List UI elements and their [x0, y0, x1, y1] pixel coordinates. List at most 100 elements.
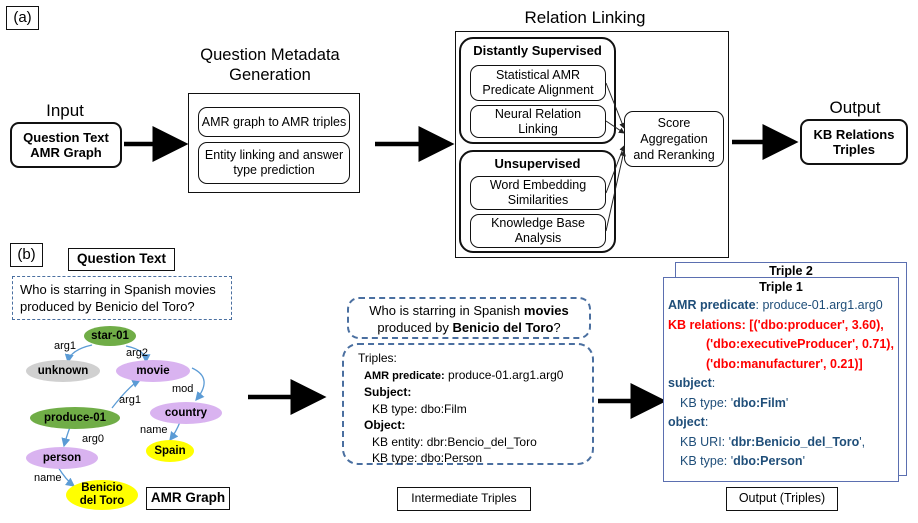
- triple1-object-uri-post: ',: [859, 434, 866, 449]
- intermediate-q-line1-bold: movies: [523, 303, 569, 318]
- question-line1: Who is starring in Spanish movies: [20, 282, 216, 297]
- intermediate-question-line1: Who is starring in Spanish movies: [349, 302, 589, 319]
- question-text-box: Who is starring in Spanish movies produc…: [12, 276, 232, 320]
- amr-edge-name-b: name: [34, 472, 62, 484]
- triple1-subject-type-pre: KB type: ': [680, 395, 734, 410]
- line-kb-score: [605, 150, 626, 232]
- question-text-heading: Question Text: [68, 248, 175, 271]
- distant-item-neural-relation: Neural Relation Linking: [470, 105, 606, 138]
- triple1-subject: subject:: [668, 374, 904, 394]
- unsup-item-knowledge-base: Knowledge Base Analysis: [470, 214, 606, 248]
- amr-node-benicio: Benicio del Toro: [66, 480, 138, 510]
- intermediate-triples-label: Triples:: [358, 351, 397, 365]
- amr-node-spain: Spain: [146, 440, 194, 462]
- line-statistical-score: [605, 82, 625, 129]
- input-line-question-text: Question Text: [23, 130, 109, 145]
- edge-country-spain: [169, 421, 181, 442]
- triple1-title: Triple 1: [759, 280, 803, 294]
- intermediate-amr-pred-label: AMR predicate:: [364, 369, 445, 382]
- triple1-content: AMR predicate: produce-01.arg1.arg0 KB r…: [668, 296, 904, 472]
- amr-node-person: person: [26, 447, 98, 469]
- metadata-title-line1: Question Metadata: [200, 46, 340, 64]
- output-line-kb-relations: KB Relations: [813, 127, 895, 142]
- input-line-amr-graph: AMR Graph: [30, 145, 102, 160]
- intermediate-object-kb-entity: KB entity: dbr:Bencio_del_Toro: [372, 434, 537, 449]
- intermediate-q-line2-pre: produced by: [377, 320, 453, 335]
- metadata-item2-line1: Entity linking and answer: [204, 148, 344, 162]
- panel-a-label: (a): [6, 6, 39, 30]
- triple1-kb-rel-label: KB relations: [668, 317, 742, 332]
- unsup-item1-line2: Similarities: [507, 193, 569, 207]
- metadata-title-line2: Generation: [229, 66, 311, 84]
- triple1-object-uri: KB URI: 'dbr:Benicio_del_Toro',: [668, 433, 904, 453]
- intermediate-question-box: Who is starring in Spanish movies produc…: [347, 297, 591, 339]
- distant-item2-line2: Linking: [518, 121, 558, 136]
- triple1-subject-type-post: ': [785, 395, 789, 410]
- question-line2: produced by Benicio del Toro?: [20, 299, 195, 314]
- score-line3: and Reranking: [633, 148, 715, 162]
- score-line1: Score: [657, 116, 691, 130]
- output-line-triples: Triples: [833, 142, 875, 157]
- metadata-item-entity-linking: Entity linking and answer type predictio…: [198, 142, 350, 184]
- triple1-kb-rel-line2: ('dbo:executiveProducer', 0.71),: [706, 337, 894, 351]
- amr-edge-arg2: arg2: [126, 347, 149, 359]
- unsup-item2-line2: Analysis: [514, 231, 562, 245]
- distant-item1-line2: Predicate Alignment: [482, 83, 594, 97]
- triple1-kb-rel-line1: : [('dbo:producer', 3.60),: [741, 317, 884, 332]
- output-heading: Output: [829, 98, 881, 117]
- triple1-object-type: KB type: 'dbo:Person': [668, 452, 904, 472]
- intermediate-caption: Intermediate Triples: [397, 487, 531, 511]
- triple1-subject-type: KB type: 'dbo:Film': [668, 394, 904, 414]
- triple1-object-type-post: ': [802, 454, 805, 468]
- amr-node-country: country: [150, 402, 222, 424]
- triple1-object-uri-pre: KB URI: ': [680, 434, 732, 449]
- amr-node-movie: movie: [116, 360, 190, 382]
- triple1-object-type-val: dbo:Person: [733, 454, 803, 468]
- triple1-subject-colon: :: [711, 376, 716, 390]
- intermediate-question-line2: produced by Benicio del Toro?: [349, 319, 589, 336]
- triple1-kb-relations: KB relations: [('dbo:producer', 3.60),: [668, 316, 904, 336]
- line-neural-score: [605, 120, 625, 134]
- triple1-kb-rel-line3: ('dbo:manufacturer', 0.21)]: [706, 356, 863, 371]
- metadata-item-amr-triples: AMR graph to AMR triples: [198, 107, 350, 137]
- intermediate-subject-kb-type: KB type: dbo:Film: [372, 401, 467, 416]
- output-box: KB Relations Triples: [800, 119, 908, 165]
- amr-node-unknown: unknown: [26, 360, 100, 382]
- unsup-item1-line1: Word Embedding: [489, 178, 587, 192]
- triple1-object: object:: [668, 413, 904, 433]
- intermediate-object-label: Object:: [364, 418, 406, 432]
- triple1-amr-pred-value: : produce-01.arg1.arg0: [755, 298, 883, 312]
- distant-title: Distantly Supervised: [473, 43, 602, 58]
- input-box: Question Text AMR Graph: [10, 122, 122, 168]
- amr-edge-mod: mod: [172, 383, 194, 395]
- triple1-object-uri-val: dbr:Benicio_del_Toro: [731, 434, 860, 449]
- metadata-title: Question Metadata Generation: [175, 45, 365, 85]
- unsup-item2-line1: Knowledge Base: [491, 216, 585, 230]
- amr-graph-label: AMR Graph: [146, 487, 230, 510]
- intermediate-amr-predicate: AMR predicate: produce-01.arg1.arg0: [358, 367, 592, 385]
- intermediate-object-kb-type: KB type: dbo:Person: [372, 451, 483, 465]
- intermediate-amr-pred-value: produce-01.arg1.arg0: [448, 367, 564, 382]
- amr-edge-name-a: name: [140, 424, 168, 436]
- input-heading: Input: [46, 101, 84, 120]
- intermediate-q-line2-bold: Benicio del Toro: [452, 320, 554, 335]
- triple2-title: Triple 2: [769, 264, 813, 278]
- edge-produce-person: [61, 426, 71, 448]
- triple1-object-type-pre: KB type: ': [680, 454, 734, 468]
- output-triples-caption: Output (Triples): [726, 487, 838, 511]
- triple1-object-label: object: [668, 415, 705, 429]
- amr-node-star: star-01: [84, 326, 136, 346]
- amr-node-produce: produce-01: [30, 407, 120, 429]
- intermediate-triples-box: Triples: AMR predicate: produce-01.arg1.…: [342, 343, 594, 465]
- intermediate-q-line2-post: ?: [553, 320, 561, 335]
- triple1-subject-label: subject: [668, 376, 712, 390]
- edge-movie-country: [191, 367, 205, 402]
- amr-edge-arg1-a: arg1: [54, 340, 77, 352]
- triple1-object-colon: :: [704, 415, 709, 429]
- triple1-amr-predicate: AMR predicate: produce-01.arg1.arg0: [668, 296, 904, 316]
- score-aggregation-box: Score Aggregation and Reranking: [624, 111, 724, 167]
- unsupervised-title: Unsupervised: [494, 156, 581, 171]
- distant-item2-line1: Neural Relation: [494, 106, 582, 121]
- relation-linking-title: Relation Linking: [524, 8, 646, 27]
- amr-node-benicio-line1: Benicio: [81, 482, 123, 494]
